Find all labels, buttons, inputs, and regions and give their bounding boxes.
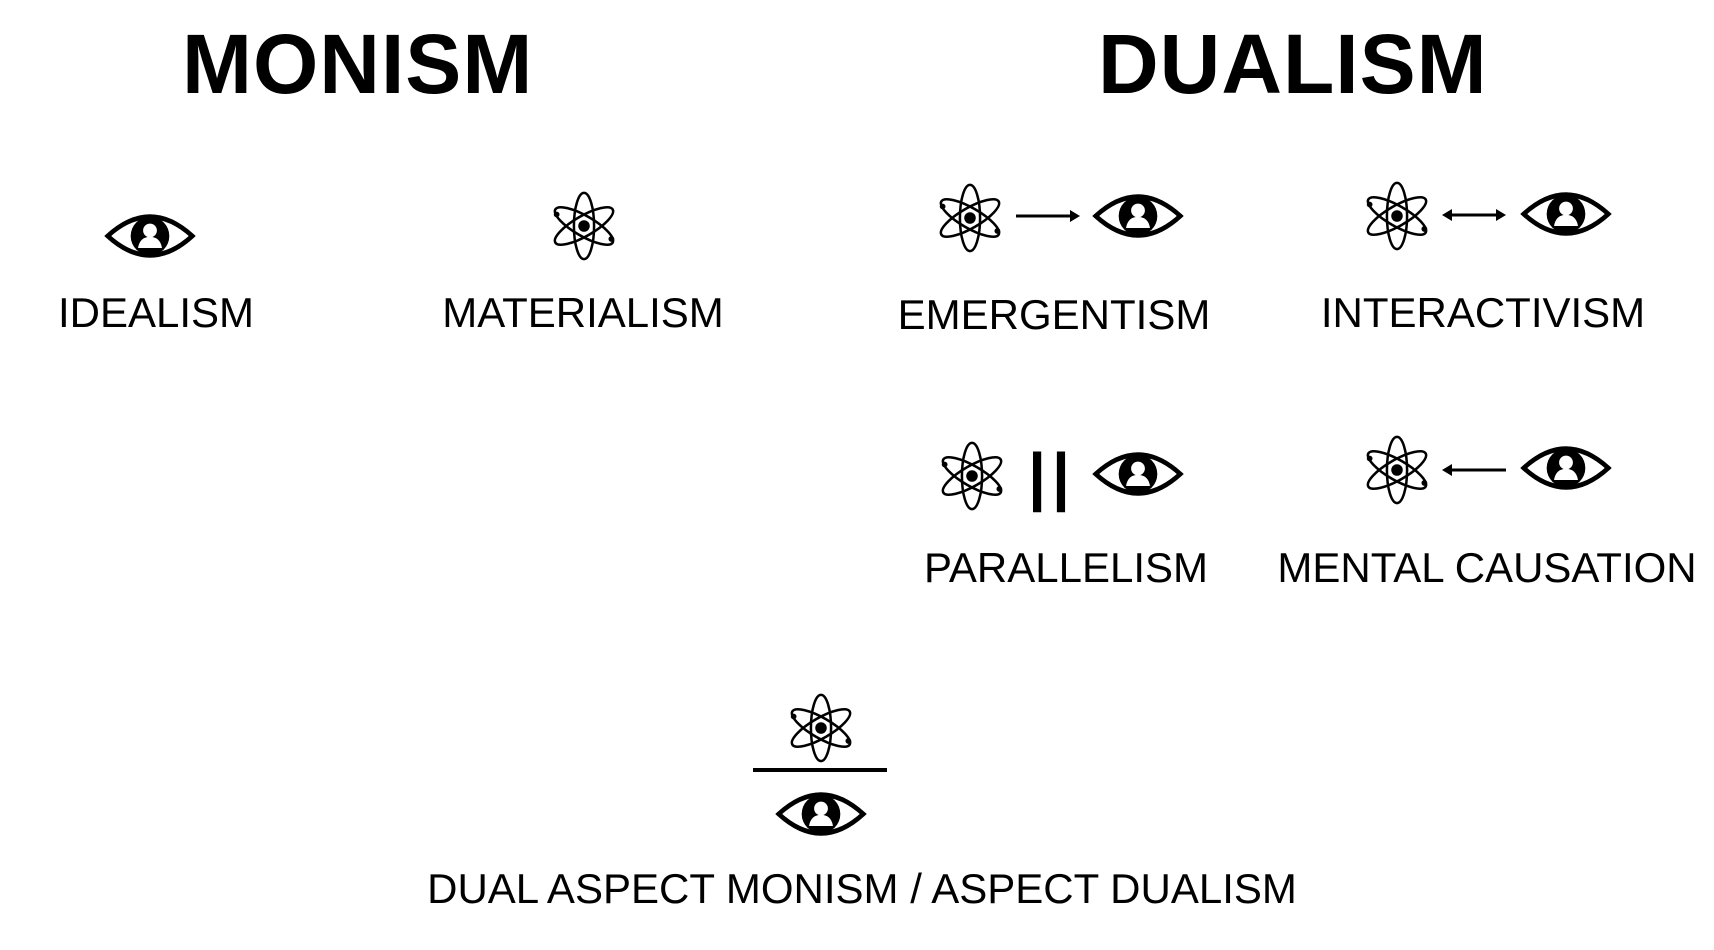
parallel-bars-icon: || — [1028, 440, 1076, 512]
emergentism-label: EMERGENTISM — [897, 291, 1211, 338]
atom-icon — [1361, 178, 1433, 254]
eye-person-icon — [104, 206, 196, 266]
atom-icon — [1361, 432, 1433, 508]
eye-person-icon — [1092, 186, 1184, 246]
left-arrow-icon — [1442, 464, 1506, 476]
idealism-label: IDEALISM — [57, 289, 255, 336]
dualism-heading: DUALISM — [1098, 17, 1488, 111]
eye-person-icon — [1520, 438, 1612, 498]
dual-aspect-label: DUAL ASPECT MONISM / ASPECT DUALISM — [427, 865, 1297, 912]
atom-icon — [934, 180, 1006, 256]
monism-heading: MONISM — [182, 17, 534, 111]
atom-icon — [785, 690, 857, 766]
interactivism-label: INTERACTIVISM — [1320, 289, 1646, 336]
atom-icon — [548, 188, 620, 264]
mental-causation-label: MENTAL CAUSATION — [1277, 544, 1697, 591]
right-arrow-icon — [1016, 210, 1080, 222]
double-arrow-icon — [1442, 209, 1506, 221]
materialism-label: MATERIALISM — [442, 289, 724, 336]
atom-icon — [936, 438, 1008, 514]
eye-person-icon — [1520, 184, 1612, 244]
divider-line — [753, 768, 887, 772]
eye-person-icon — [775, 784, 867, 844]
eye-person-icon — [1092, 444, 1184, 504]
parallelism-label: PARALLELISM — [923, 544, 1209, 591]
